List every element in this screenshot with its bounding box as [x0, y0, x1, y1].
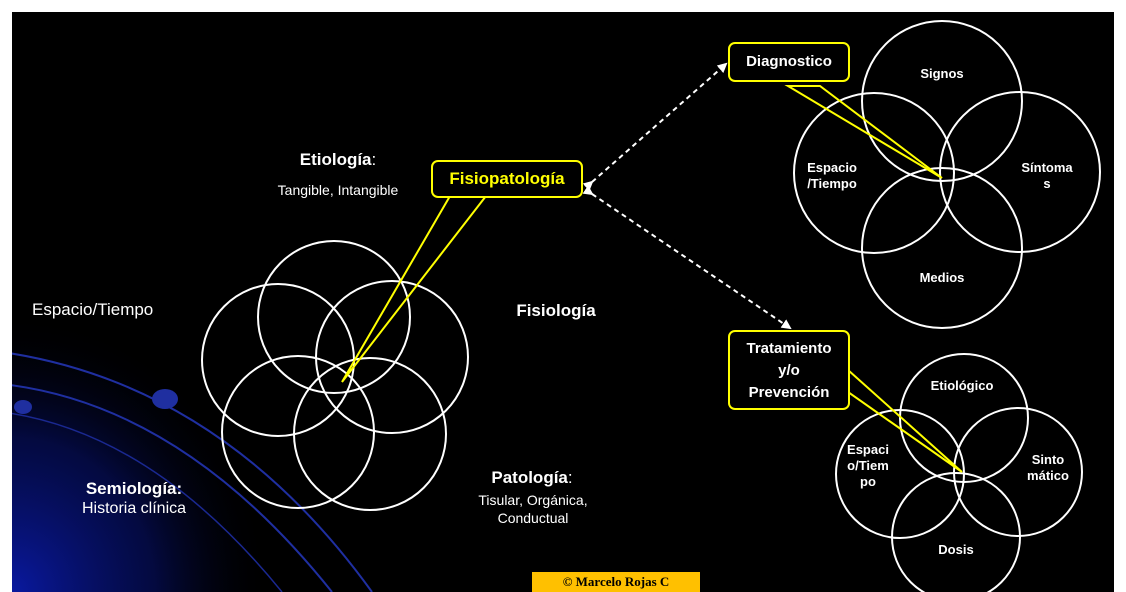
fisiopatologia-callout: Fisiopatología [431, 160, 583, 198]
espacio-tiempo-2-label-1: Espaci [847, 442, 889, 457]
tratamiento-venn [835, 353, 1083, 592]
sintomas-label-1: Síntoma [1021, 160, 1073, 175]
dosis-label: Dosis [938, 542, 974, 557]
circle-sintomatico [953, 407, 1083, 537]
diagram-graphics [12, 20, 1101, 592]
diagnostico-callout: Diagnostico [728, 42, 850, 82]
espacio-tiempo-2-label-2: o/Tiem [847, 458, 889, 473]
tratamiento-label-1: Tratamiento [746, 340, 832, 357]
semiologia-subtitle: Historia clínica [81, 500, 187, 517]
circle-espacio [793, 92, 955, 254]
circle-patologia [293, 357, 447, 511]
copyright-badge: © Marcelo Rojas C [532, 572, 700, 592]
decor-arc-3 [12, 412, 283, 592]
espacio-tiempo-2-label-3: po [860, 474, 876, 489]
slide-canvas: Etiología: Tangible, Intangible Espacio/… [12, 12, 1114, 592]
arrow-to-tratamiento [582, 185, 792, 330]
circle-etiologia [257, 240, 411, 394]
decor-dot-2 [14, 400, 32, 414]
medios-label: Medios [919, 270, 965, 285]
diagnostico-pointer [784, 85, 943, 179]
fisiopatologia-pointer [341, 195, 489, 383]
copyright-text: © Marcelo Rojas C [562, 574, 670, 589]
etiologia-title: Etiología: [299, 150, 377, 169]
circle-dosis [891, 472, 1021, 592]
semiologia-title: Semiología: [85, 479, 183, 498]
patologia-subtitle-2: Conductual [497, 510, 569, 526]
espacio-label-1: Espacio [807, 160, 857, 175]
circle-semiologia [221, 355, 375, 509]
etiologico-label: Etiológico [930, 378, 994, 393]
sintomatico-label-2: mático [1027, 468, 1069, 483]
tratamiento-callout: Tratamiento y/o Prevención [728, 330, 850, 410]
tratamiento-label-3: Prevención [748, 384, 830, 401]
patologia-title: Patología: [491, 468, 573, 487]
espacio-label-2: /Tiempo [807, 176, 857, 191]
decor-dot-1 [152, 389, 178, 409]
decor-arc-2 [12, 384, 333, 592]
circle-sintomas [939, 91, 1101, 253]
fisiologia-label: Fisiología [516, 301, 596, 320]
circle-fisiologia [315, 280, 469, 434]
decor-arc-1 [12, 352, 373, 592]
fisiopatologia-label: Fisiopatología [449, 169, 565, 188]
sintomas-label-2: s [1043, 176, 1051, 191]
tratamiento-label-2: y/o [778, 362, 800, 379]
espacio-tiempo-label: Espacio/Tiempo [32, 300, 154, 319]
sintomatico-label-1: Sinto [1031, 452, 1065, 467]
circle-medios [861, 167, 1023, 329]
arrow-to-diagnostico [582, 62, 728, 192]
decor-glow [12, 312, 272, 592]
etiologia-subtitle: Tangible, Intangible [277, 182, 399, 198]
signos-label: Signos [920, 66, 964, 81]
circle-signos [861, 20, 1023, 182]
patologia-subtitle-1: Tisular, Orgánica, [478, 492, 588, 508]
diagnostico-venn [793, 20, 1101, 329]
diagnostico-label: Diagnostico [746, 53, 832, 70]
